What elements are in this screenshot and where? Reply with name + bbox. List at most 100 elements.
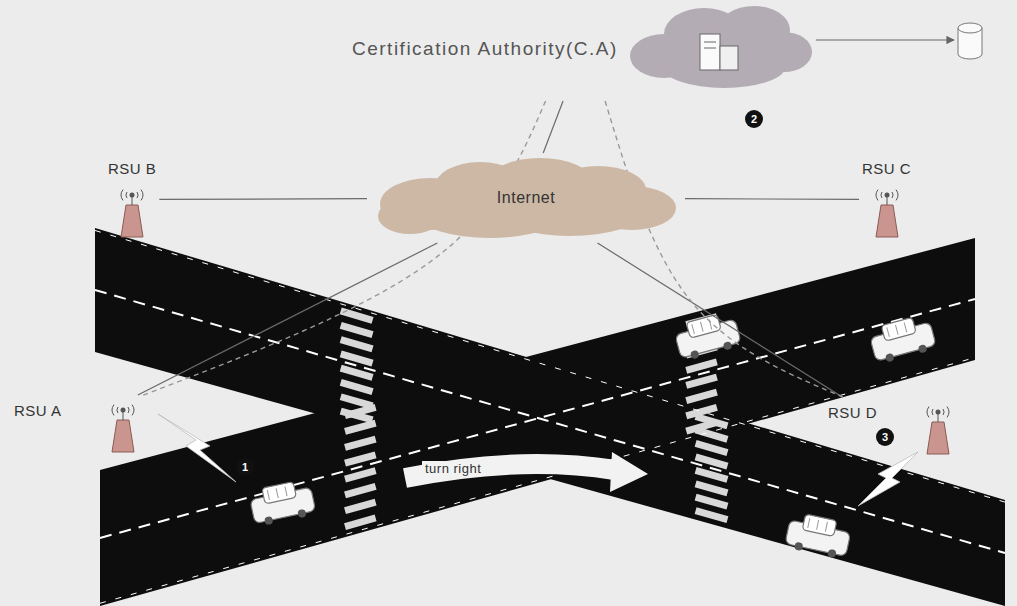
network-link: [685, 198, 859, 200]
zebra-stripe: [345, 439, 376, 447]
drawing-part: [881, 192, 882, 198]
drawing-part: [817, 520, 819, 530]
zebra-stripe: [345, 471, 376, 479]
drawing-part: [132, 405, 134, 416]
drawing-part: [895, 325, 898, 335]
network-link: [543, 101, 563, 153]
dashed-link: [605, 101, 843, 397]
drawing-part: [885, 353, 895, 363]
callout-number: 2: [745, 110, 763, 128]
car: [248, 478, 316, 527]
zebra-stripe: [686, 392, 717, 400]
drawing-part: [126, 192, 127, 198]
zebra-stripe: [696, 484, 728, 493]
drawing-part: [720, 46, 738, 70]
drawing-part: [262, 482, 297, 504]
zebra-stripe: [686, 422, 717, 431]
drawing-part: [112, 420, 134, 452]
rsu-tower: [106, 398, 140, 454]
drawing-part: [690, 350, 700, 360]
drawing-part: [876, 205, 898, 237]
drawing-part: [130, 193, 135, 198]
drawing-part: [662, 44, 786, 88]
zebra-stripe: [341, 382, 373, 391]
internet-cloud: Internet: [370, 156, 682, 240]
rsu-tower: [870, 183, 904, 239]
drawing-part: [794, 542, 803, 551]
roadside-unit: RSU D: [828, 400, 955, 456]
drawing-part: [122, 412, 123, 420]
drawing-part: [896, 190, 898, 201]
zebra-stripe: [696, 511, 728, 520]
callout-number: 3: [876, 428, 894, 446]
maneuver-label: turn right: [422, 461, 484, 476]
roadside-unit: RSU C: [862, 160, 911, 239]
callout-number: 1: [236, 458, 254, 476]
drawing-part: [264, 516, 273, 525]
drawing-part: [947, 407, 949, 418]
drawing-part: [128, 407, 129, 413]
drawing-part: [132, 197, 133, 205]
drawing-part: [723, 341, 733, 351]
drawing-part: [802, 514, 837, 536]
drawing-part: [692, 324, 695, 334]
drawing-part: [876, 190, 878, 201]
network-link: [598, 243, 843, 397]
drawing-part: [938, 414, 939, 422]
zebra-stripe: [345, 455, 376, 463]
lane-marking: [95, 290, 1005, 553]
rsu-label: RSU B: [108, 160, 156, 177]
zebra-stripe: [341, 325, 373, 334]
drawing-part: [785, 520, 851, 556]
drawing-part: [141, 190, 143, 201]
drawing-part: [932, 409, 933, 415]
drawing-part: [378, 198, 442, 234]
cloud-shape: [624, 0, 814, 98]
turn-arrow-head: [610, 452, 648, 492]
car: [784, 511, 852, 560]
drawing-part: [121, 205, 143, 237]
drawing-part: [904, 323, 907, 333]
lane-marking: [95, 230, 1005, 502]
drawing-part: [958, 23, 982, 33]
roadside-unit: RSU B: [108, 160, 156, 239]
zebra-stripe: [345, 518, 376, 527]
drawing-part: [884, 193, 889, 198]
drawing-part: [112, 405, 114, 416]
zebra-stripe: [341, 397, 373, 406]
roadside-unit: RSU A: [14, 398, 140, 454]
road: [95, 228, 1005, 606]
drawing-part: [827, 549, 836, 558]
drawing-part: [936, 410, 941, 415]
database-icon: [958, 23, 982, 59]
zebra-stripe: [345, 423, 376, 431]
drawing-part: [120, 408, 125, 413]
rsu-tower: [921, 400, 955, 456]
rsu-label: RSU C: [862, 160, 911, 177]
drawing-part: [378, 158, 676, 238]
drawing-part: [285, 486, 287, 496]
drawing-part: [918, 344, 928, 354]
zebra-stripe: [696, 497, 728, 506]
rsu-label: RSU A: [14, 402, 62, 419]
drawing-part: [808, 518, 810, 528]
zebra-stripe: [696, 430, 728, 439]
lane-marking: [100, 299, 975, 538]
drawing-part: [137, 192, 138, 198]
zebra-stripe: [341, 340, 373, 349]
zebra-stripe: [345, 502, 376, 511]
car: [868, 313, 937, 365]
zebra-stripe: [341, 311, 373, 320]
road: [100, 238, 975, 606]
drawing-part: [704, 42, 716, 43]
rsu-tower: [115, 183, 149, 239]
drawing-part: [267, 490, 269, 500]
wireless-signal: [858, 452, 918, 506]
zebra-stripe: [696, 470, 728, 479]
storage-arrow: [816, 39, 954, 40]
drawing-part: [630, 6, 812, 88]
zebra-stripe: [345, 407, 376, 415]
drawing-part: [881, 317, 916, 341]
lane-marking: [100, 358, 975, 604]
